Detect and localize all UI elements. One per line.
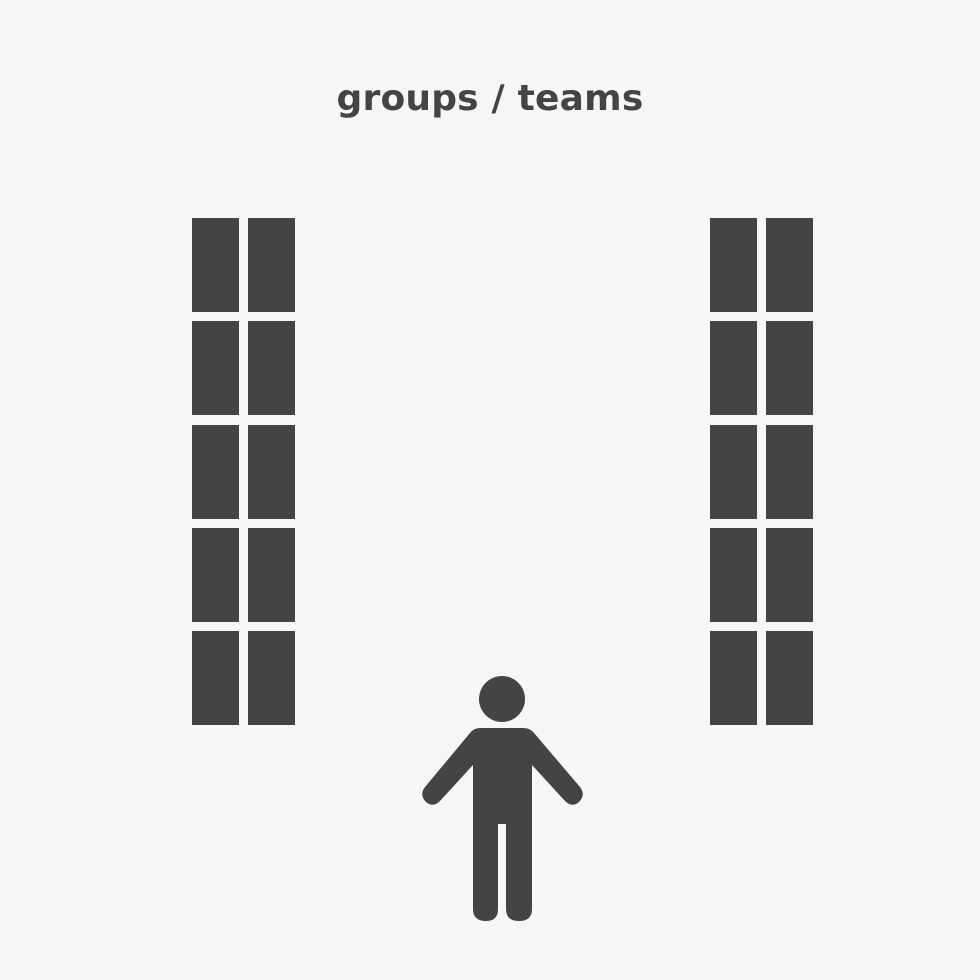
group-block [192, 218, 239, 312]
group-block [248, 527, 295, 622]
group-block [248, 424, 295, 519]
group-block [248, 631, 295, 725]
group-block [766, 321, 813, 416]
group-block [766, 218, 813, 312]
page-title: groups / teams [336, 78, 644, 119]
person-icon [422, 676, 583, 921]
group-block [710, 527, 757, 622]
right-group-icon [710, 218, 813, 725]
group-block [192, 527, 239, 622]
group-block [192, 424, 239, 519]
group-block [710, 424, 757, 519]
group-block [192, 631, 239, 725]
left-group-icon [192, 218, 295, 725]
group-block [710, 218, 757, 312]
group-block [248, 321, 295, 416]
group-block [766, 631, 813, 725]
group-block [766, 424, 813, 519]
group-block [710, 321, 757, 416]
group-block [248, 218, 295, 312]
group-block [766, 527, 813, 622]
group-block [710, 631, 757, 725]
group-block [192, 321, 239, 416]
